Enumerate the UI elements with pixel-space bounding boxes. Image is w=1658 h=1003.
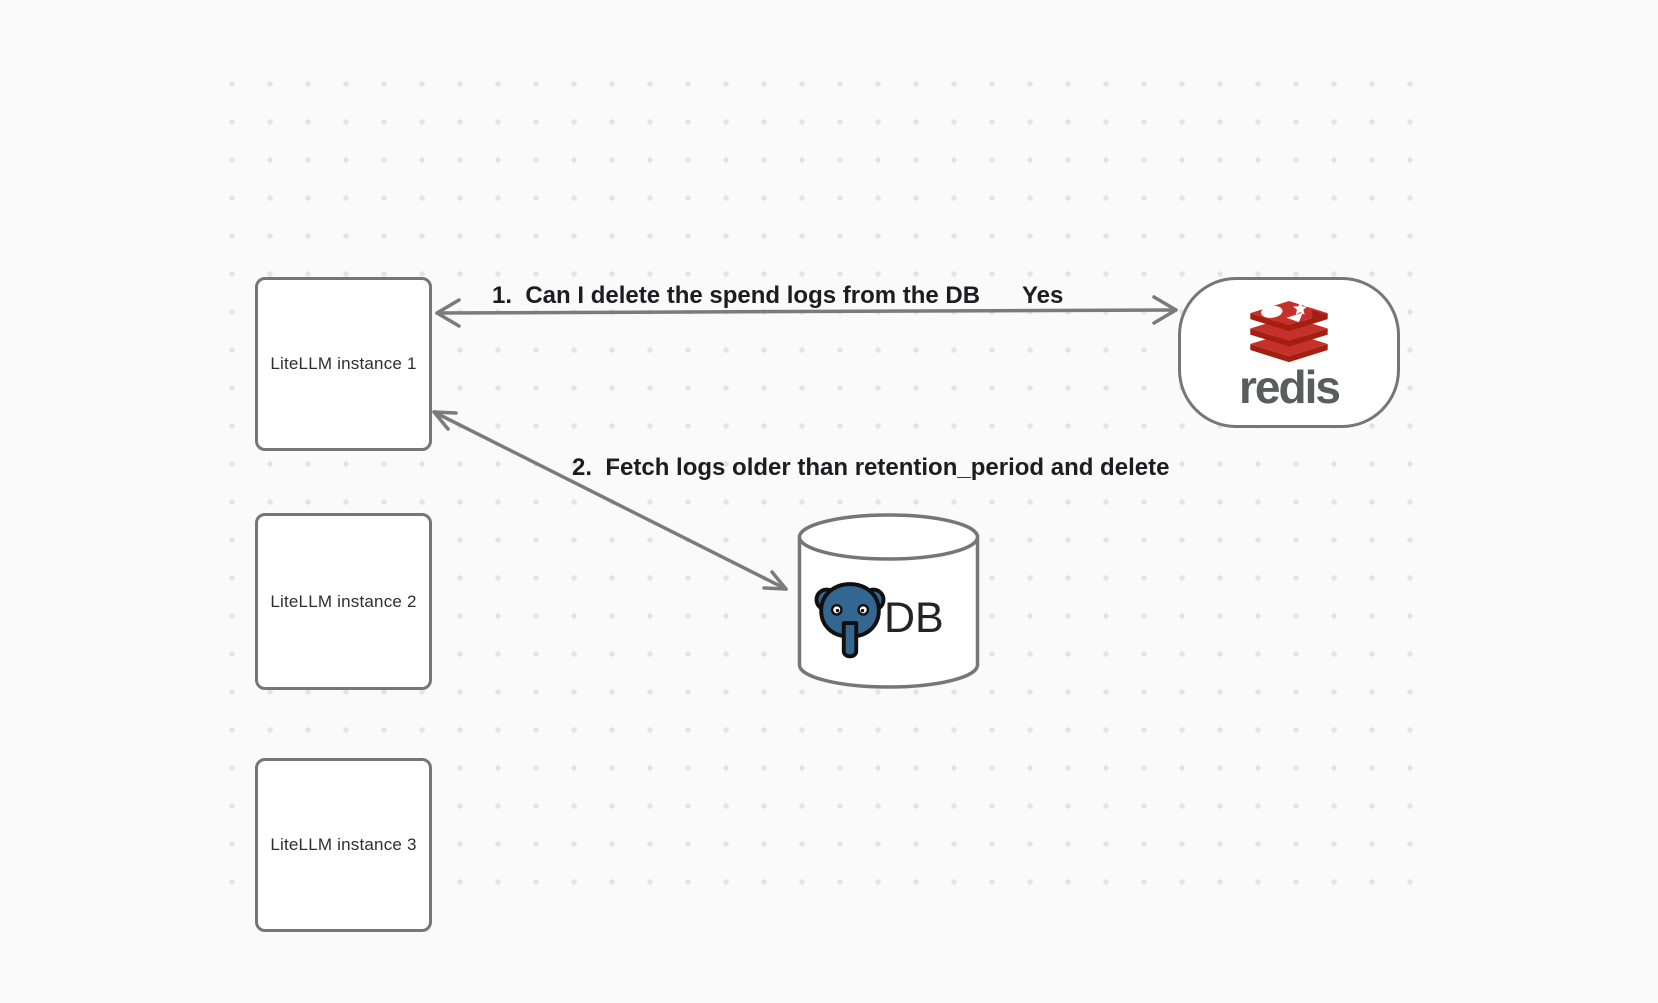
node-label: LiteLLM instance 1 [270, 354, 417, 373]
arrow-instance1-db[interactable] [432, 410, 788, 591]
node-label: LiteLLM instance 2 [270, 591, 417, 611]
node-litellm-instance-2[interactable]: LiteLLM instance 2 [255, 513, 432, 690]
arrow1-question-label: 1. Can I delete the spend logs from the … [492, 282, 981, 309]
postgresql-elephant-icon [814, 582, 886, 659]
arrow-instance1-redis[interactable] [435, 295, 1178, 328]
node-litellm-instance-3[interactable]: LiteLLM instance 3 [255, 758, 432, 932]
node-label: LiteLLM instance 3 [270, 835, 417, 854]
arrow2-label: 2. Fetch logs older than retention_perio… [572, 454, 1170, 481]
node-redis[interactable]: redis [1178, 277, 1400, 428]
arrow1-answer-label: Yes [1022, 282, 1064, 309]
redis-logo-icon [1250, 301, 1328, 363]
redis-wordmark: redis [1239, 361, 1341, 413]
database-label: DB [884, 594, 944, 642]
node-litellm-instance-1[interactable]: LiteLLM instance 1 [255, 277, 432, 451]
